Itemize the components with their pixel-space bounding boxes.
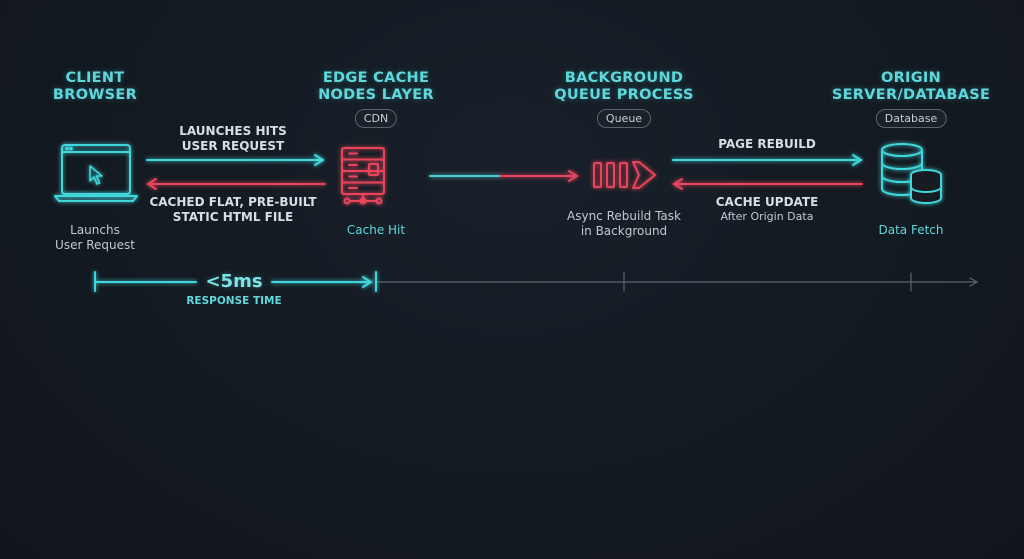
queue-caption: Async Rebuild Task in Background: [567, 209, 681, 238]
edge-to-queue-arrow: [429, 170, 579, 182]
database-icon: [881, 143, 942, 204]
rebuild-label: PAGE REBUILD: [718, 137, 816, 151]
request-label: LAUNCHES HITS USER REQUEST: [179, 124, 287, 153]
origin-caption: Data Fetch: [878, 223, 944, 237]
client-caption: Launchs User Request: [55, 223, 135, 252]
client-title: CLIENT BROWSER: [52, 70, 138, 103]
server-rack-icon: [341, 147, 385, 205]
edge-title: EDGE CACHE NODES LAYER: [318, 70, 434, 103]
origin-title: ORIGIN SERVER/DATABASE: [831, 70, 991, 103]
cache-update-arrow: [672, 178, 863, 190]
request-arrow: [146, 154, 325, 166]
response-time-value: <5ms: [205, 271, 263, 292]
response-arrow: [146, 178, 326, 190]
response-label: CACHED FLAT, PRE-BUILT STATIC HTML FILE: [149, 195, 317, 224]
response-time-label: RESPONSE TIME: [186, 295, 282, 307]
update-label: CACHE UPDATE After Origin Data: [715, 195, 819, 223]
edge-caption: Cache Hit: [346, 223, 406, 237]
cdn-tag: CDN: [354, 109, 398, 128]
database-tag: Database: [875, 109, 947, 128]
laptop-cursor-icon: [54, 144, 138, 202]
page-rebuild-arrow: [672, 154, 863, 166]
queue-title: BACKGROUND QUEUE PROCESS: [554, 70, 694, 103]
queue-tag: Queue: [596, 109, 652, 128]
queue-arrow-icon: [593, 161, 656, 189]
timeline: [94, 271, 979, 292]
